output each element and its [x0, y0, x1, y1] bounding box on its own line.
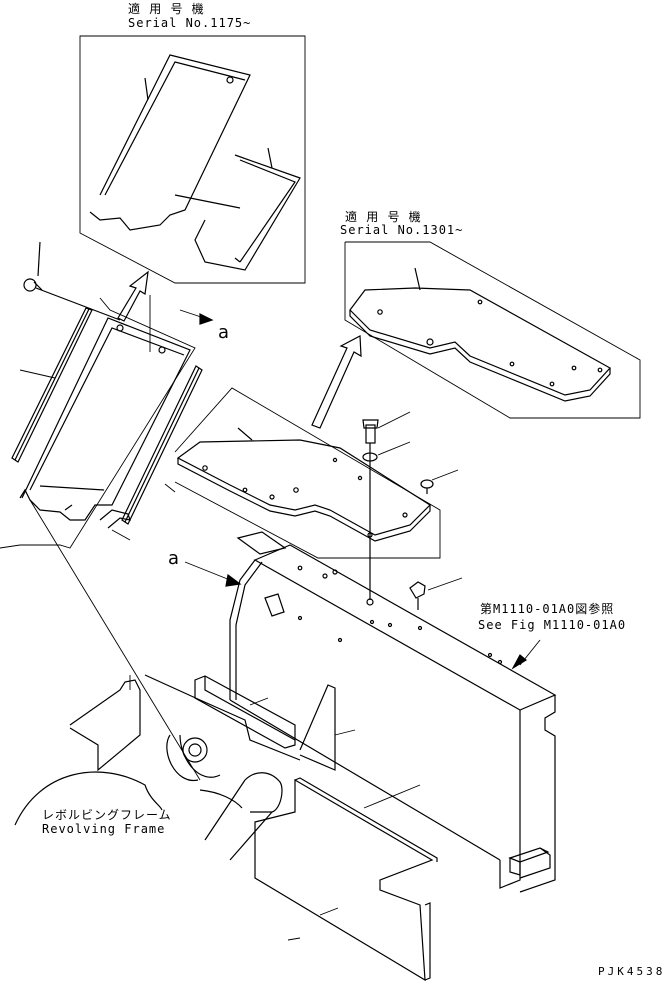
hood-body [194, 531, 557, 893]
middle-cover-plate [176, 427, 431, 542]
bolt-middle [362, 411, 411, 600]
left-panel-group-outline [0, 297, 196, 549]
arrow-to-inset-1301 [311, 335, 362, 429]
bottom-cover-panel [254, 777, 438, 982]
side-strip-left [11, 307, 93, 463]
inset-1301-title-jp: 適 用 号 機 [345, 210, 422, 224]
reference-en: See Fig M1110-01A0 [478, 618, 627, 632]
left-cover-panel [21, 317, 191, 521]
frame-label-en: Revolving Frame [42, 822, 166, 836]
inset-1301-box [344, 241, 641, 419]
bracket-small-left [19, 488, 36, 506]
bolt-right [409, 577, 463, 610]
section-marker-top: a [218, 322, 231, 343]
plug-small [420, 469, 459, 494]
reference-leader [511, 639, 541, 670]
middle-plate-outline [174, 387, 441, 559]
revolving-frame [14, 499, 301, 861]
section-a-arrow [184, 561, 242, 587]
bracket-small-right [99, 509, 131, 529]
reference-jp: 第M1110-01A0図参照 [480, 602, 615, 616]
arrow-to-inset-1175 [117, 270, 149, 322]
section-marker-side: a [168, 548, 181, 569]
inset-1301-serial: Serial No.1301~ [340, 223, 464, 237]
inset-1175-title-jp: 適 用 号 機 [128, 2, 205, 16]
drawing-code: PJK4538 [598, 965, 666, 978]
inset-1175-box [79, 35, 306, 284]
frame-label-jp: レボルビングフレーム [42, 808, 172, 822]
inset-1175-serial: Serial No.1175~ [128, 16, 252, 30]
bolt-top-left [23, 241, 121, 321]
side-strip-right [121, 365, 203, 525]
